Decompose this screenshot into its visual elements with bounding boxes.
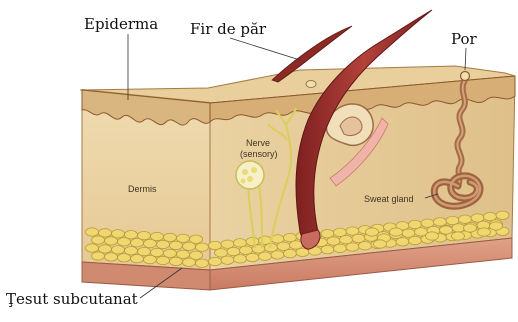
- fat-cell: [390, 228, 403, 236]
- fat-cell: [452, 232, 465, 240]
- dermis-label: Dermis: [128, 184, 157, 194]
- subcutaneous-tissue-label: Ţesut subcutanat: [6, 290, 138, 308]
- fat-cell: [131, 255, 144, 263]
- hair-shaft-label: Fir de păr: [190, 20, 266, 38]
- pore-label: Por: [451, 30, 477, 48]
- fat-cell: [183, 242, 196, 250]
- nerve-label: Nerve: [246, 138, 270, 148]
- fat-cell: [464, 224, 477, 232]
- fat-cell: [144, 255, 157, 263]
- sweat-gland-label: Sweat gland: [364, 194, 414, 204]
- fat-cell: [170, 257, 183, 265]
- fat-cell: [170, 241, 183, 249]
- fat-cell: [221, 256, 234, 264]
- fat-cell: [321, 245, 334, 253]
- fat-cell: [118, 254, 131, 262]
- fat-cell: [92, 236, 105, 244]
- fat-cell: [183, 258, 196, 266]
- fat-cell: [234, 255, 247, 263]
- fat-cell: [271, 251, 284, 259]
- fat-cell: [86, 228, 99, 236]
- fat-cell: [92, 252, 105, 260]
- fat-cell: [105, 237, 118, 245]
- fat-cell: [157, 256, 170, 264]
- fat-cell: [196, 243, 209, 251]
- fat-cell: [374, 240, 387, 248]
- fat-cell: [496, 211, 509, 219]
- epidermis-label: Epiderma: [84, 15, 158, 33]
- fat-cell: [426, 232, 439, 240]
- fat-cell: [359, 242, 372, 250]
- fat-cell: [259, 252, 272, 260]
- fat-cell: [334, 244, 347, 252]
- fat-cell: [118, 238, 131, 246]
- nerve-ending-bulb: [236, 161, 264, 189]
- fat-cell: [209, 257, 222, 265]
- nerve-sensory-label: (sensory): [240, 149, 278, 159]
- fat-cell: [409, 236, 422, 244]
- hair-leader-line: [230, 38, 300, 60]
- fat-cell: [246, 253, 259, 261]
- fat-cell: [440, 226, 453, 234]
- fat-cell: [157, 240, 170, 248]
- fat-cell: [396, 238, 409, 246]
- fat-cell: [131, 239, 144, 247]
- fat-cell: [490, 222, 503, 230]
- fat-cell: [86, 244, 99, 252]
- fat-cell: [366, 228, 379, 236]
- fat-cell: [346, 243, 359, 251]
- fat-cell: [105, 253, 118, 261]
- fat-cell: [284, 249, 297, 257]
- pore-leader-line: [465, 48, 466, 70]
- fat-cell: [196, 259, 209, 267]
- fat-cell: [144, 239, 157, 247]
- fat-cell: [478, 228, 491, 236]
